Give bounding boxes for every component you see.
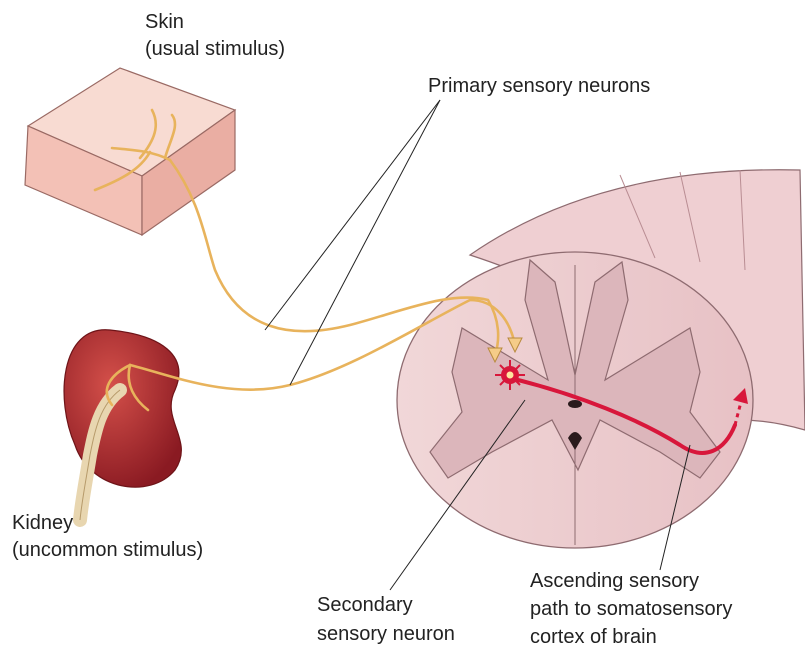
kidney: [64, 330, 181, 520]
ascending-path-label-line1: Ascending sensory: [530, 569, 699, 594]
secondary-neuron-label-line2: sensory neuron: [317, 622, 455, 647]
ascending-path-label-line2: path to somatosensory: [530, 597, 732, 622]
primary-sensory-neurons-label: Primary sensory neurons: [428, 74, 650, 99]
skin-block: [25, 68, 235, 235]
kidney-label-line2: (uncommon stimulus): [12, 538, 203, 563]
skin-label-line2: (usual stimulus): [145, 37, 285, 62]
kidney-label-line1: Kidney: [12, 511, 73, 536]
spinal-cord: [397, 170, 805, 548]
skin-label-line1: Skin: [145, 10, 184, 35]
ascending-path-label-line3: cortex of brain: [530, 625, 657, 650]
secondary-neuron-label-line1: Secondary: [317, 593, 413, 618]
central-canal: [568, 400, 582, 408]
